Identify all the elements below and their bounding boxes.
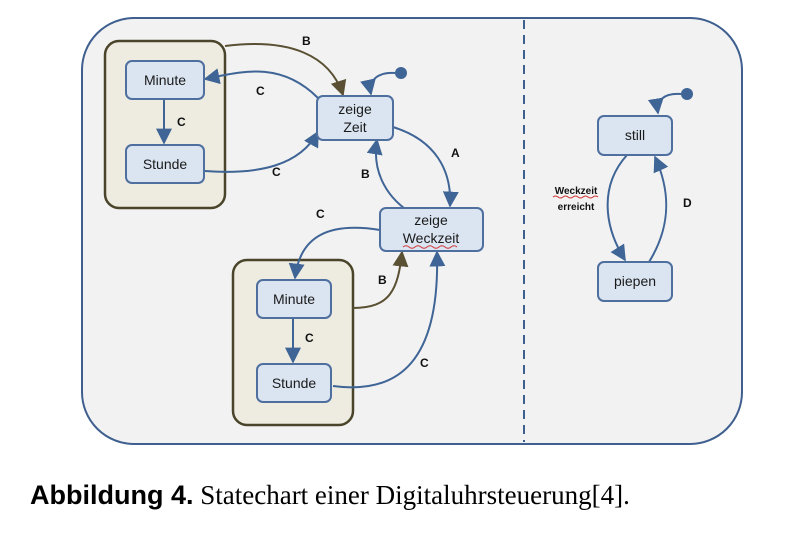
transition-c-stunde-to-zeit (204, 130, 319, 173)
transition-weckzeit-erreicht (606, 154, 628, 262)
state-still-label: still (625, 127, 645, 143)
transition-b-bottom (352, 250, 409, 309)
state-minute-bottom-label: Minute (273, 291, 315, 307)
caption-text: Statechart einer Digitaluhrsteuerung[4]. (200, 480, 630, 510)
state-zeige-zeit: zeige Zeit (316, 95, 394, 141)
figure-caption: Abbildung 4. Statechart einer Digitaluhr… (30, 480, 800, 511)
state-zeige-zeit-line2: Zeit (343, 119, 366, 135)
edge-label-erreicht: erreicht (558, 202, 595, 213)
spellcheck-squiggle-weckzeit (552, 195, 599, 199)
statechart-diagram: Minute Stunde zeige Zeit zeige Weckzeit … (81, 17, 743, 445)
state-minute-bottom: Minute (256, 279, 332, 319)
transition-c-zeit-to-minute (203, 68, 319, 99)
state-zeige-weckzeit-line2: Weckzeit (403, 230, 460, 246)
state-zeige-zeit-line1: zeige (338, 101, 372, 117)
edge-label-a: A (451, 146, 460, 160)
state-stunde-bottom-label: Stunde (272, 375, 317, 391)
state-still: still (597, 115, 673, 156)
edge-label-d: D (683, 196, 692, 210)
edge-label-c-zeit-minute: C (256, 84, 265, 98)
transition-d-piepen-to-still (648, 155, 669, 263)
edge-label-c-minute-stunde-top: C (177, 115, 186, 129)
initial-transition-right (647, 92, 682, 115)
initial-transition-left (360, 71, 396, 96)
edge-label-c-stunde-weckzeit: C (420, 356, 429, 370)
transition-a-zeit-to-weckzeit (392, 126, 459, 208)
state-minute-top-label: Minute (144, 72, 186, 88)
edge-label-b-weckzeit-zeit: B (361, 167, 370, 181)
spellcheck-squiggle (402, 245, 458, 249)
state-stunde-top-label: Stunde (143, 156, 188, 172)
edge-label-c-minute-stunde-bottom: C (305, 331, 314, 345)
state-piepen: piepen (597, 261, 673, 302)
state-zeige-weckzeit: zeige Weckzeit (379, 207, 484, 252)
state-piepen-label: piepen (614, 273, 656, 289)
state-stunde-bottom: Stunde (256, 363, 332, 403)
transition-c-stunde-to-weckzeit (332, 250, 446, 389)
edge-label-weckzeit: Weckzeit (555, 186, 598, 197)
initial-state-right (681, 88, 693, 100)
caption-label: Abbildung 4. (30, 480, 194, 510)
edge-label-c-stunde-zeit: C (272, 165, 281, 179)
edge-label-b-bottom: B (378, 273, 387, 287)
edge-label-c-weckzeit-minute: C (316, 207, 325, 221)
transition-b-weckzeit-to-zeit (366, 138, 409, 212)
transition-c-weckzeit-to-minute (288, 226, 381, 280)
state-stunde-top: Stunde (125, 144, 205, 184)
state-zeige-weckzeit-line1: zeige (414, 212, 448, 228)
initial-state-left (395, 67, 407, 79)
edge-label-b-top: B (302, 34, 311, 48)
state-minute-top: Minute (125, 60, 205, 100)
transition-b-top (224, 43, 347, 97)
